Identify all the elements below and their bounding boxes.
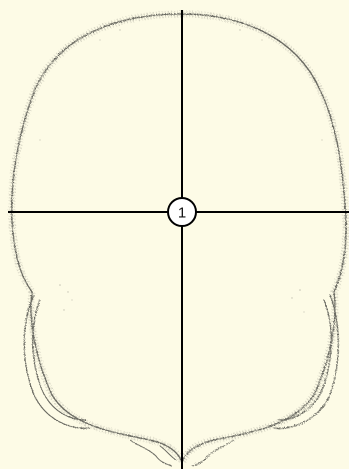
right-zygomatic-arch: [274, 295, 338, 428]
left-zygomatic-arch: [24, 295, 90, 428]
center-marker-label: 1: [178, 205, 186, 222]
skull-outline-shading: [12, 14, 346, 462]
skull-outline: [12, 14, 346, 462]
